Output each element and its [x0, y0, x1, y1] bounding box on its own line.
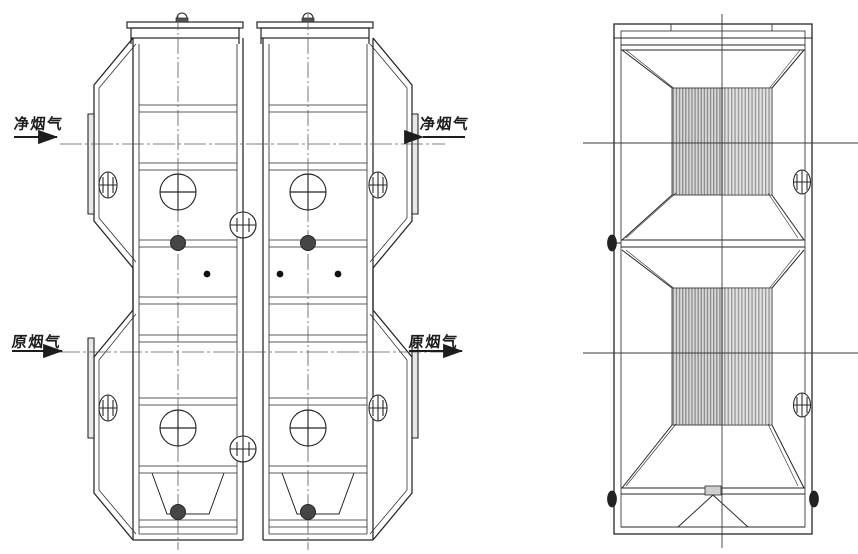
front-chamber-left [132, 38, 244, 541]
front-marker-dot [203, 270, 342, 278]
side-lower-upper-funnel [621, 249, 805, 291]
side-mid-deck [614, 239, 805, 248]
label-clean-gas-right: 净烟气 [419, 115, 471, 133]
label-raw-gas-right: 原烟气 [408, 333, 460, 351]
front-manhole-center [229, 211, 257, 463]
flow-arrows [12, 129, 465, 359]
front-chamber-right [262, 38, 374, 541]
label-clean-gas-left: 净烟气 [13, 115, 65, 133]
front-side-duct-flanges [87, 113, 419, 439]
side-bottom-hopper [621, 494, 805, 528]
front-small-port [170, 235, 316, 520]
side-elevation-view [583, 14, 858, 548]
front-outer-shell [93, 37, 413, 541]
front-manhole-large [159, 173, 327, 447]
side-oval-door [792, 169, 812, 418]
side-upper-funnel [621, 49, 805, 91]
side-centerlines [583, 14, 858, 548]
side-roof-band [614, 37, 812, 51]
front-vertical-centerlines [177, 14, 309, 550]
front-oval-door [98, 171, 388, 422]
front-stiffeners-left [139, 104, 237, 528]
front-horizontal-centerlines [58, 143, 452, 353]
side-top-ticks [670, 24, 773, 31]
front-hoppers [151, 472, 355, 515]
side-mid-funnel [621, 192, 805, 241]
front-elevation-view [58, 12, 452, 550]
front-top-cap [126, 12, 374, 44]
front-stiffeners-right [269, 104, 367, 528]
side-lower-deck [621, 485, 805, 496]
side-bottom-funnel [621, 423, 805, 489]
label-raw-gas-left: 原烟气 [11, 333, 63, 351]
side-edge-nub [607, 234, 819, 508]
